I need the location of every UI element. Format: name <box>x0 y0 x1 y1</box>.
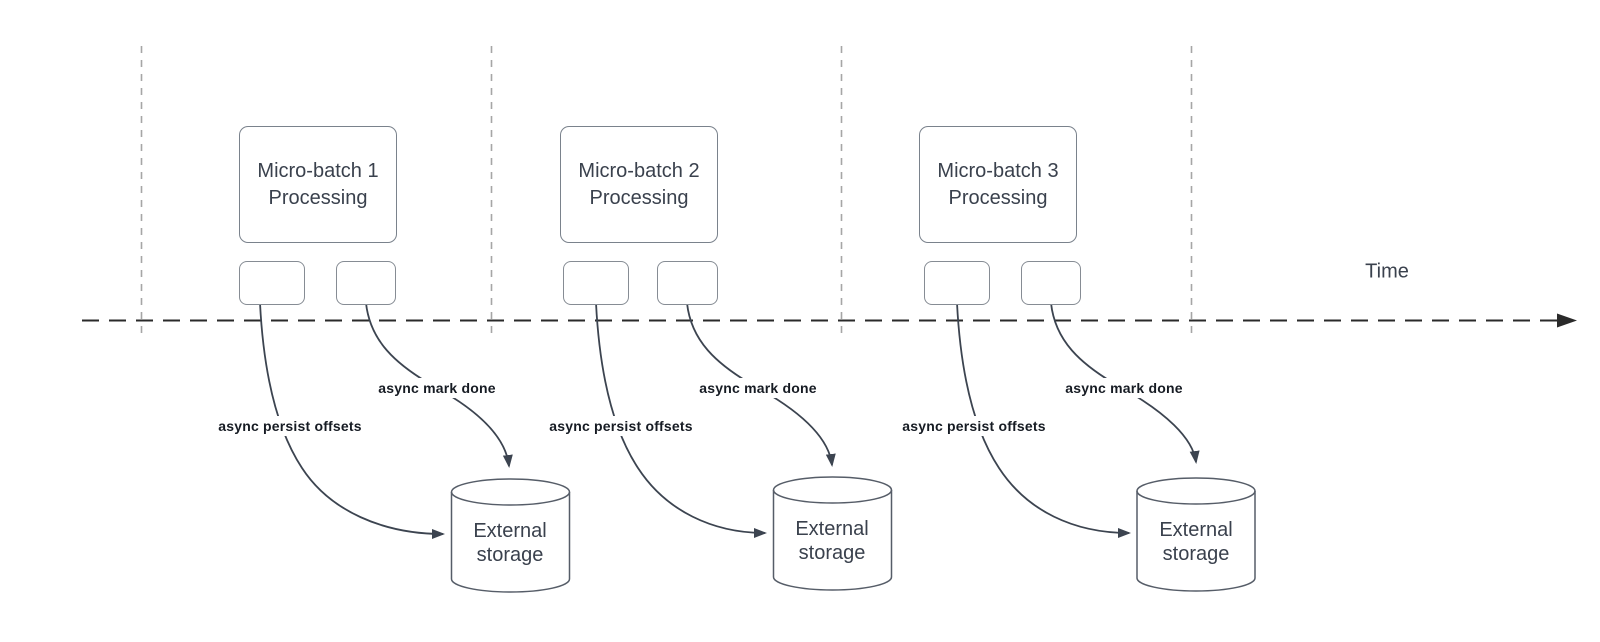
persist-offsets-arrow-2 <box>595 302 767 538</box>
mark-done-label-2: async mark done <box>694 378 822 398</box>
external-storage-cylinder-2 <box>772 476 893 591</box>
external-storage-label-3: External storage <box>1159 519 1233 565</box>
micro-batch-1-box-label: Micro-batch 1 Processing <box>257 159 379 209</box>
external-storage-label-2: External storage <box>795 518 869 564</box>
micro-batch-2-box-label: Micro-batch 2 Processing <box>578 159 700 209</box>
mark-done-label-3: async mark done <box>1060 378 1188 398</box>
persist-offsets-label-3: async persist offsets <box>897 416 1051 436</box>
micro-batch-3-sub-box-left <box>924 261 990 305</box>
micro-batch-2-box: Micro-batch 2 Processing <box>560 126 718 243</box>
micro-batch-1-sub-box-left <box>239 261 305 305</box>
persist-offsets-label-2: async persist offsets <box>544 416 698 436</box>
external-storage-cylinder-3 <box>1136 477 1256 592</box>
micro-batch-3-box-label: Micro-batch 3 Processing <box>937 159 1059 209</box>
micro-batch-1-box: Micro-batch 1 Processing <box>239 126 397 243</box>
micro-batch-2-sub-box-left <box>563 261 629 305</box>
micro-batch-1-sub-box-right <box>336 261 396 305</box>
persist-offsets-label-1: async persist offsets <box>213 416 367 436</box>
time-axis-arrowhead <box>1557 313 1577 328</box>
micro-batch-2-sub-box-right <box>657 261 718 305</box>
persist-offsets-arrow-3 <box>956 302 1131 538</box>
time-axis-label: Time <box>1365 260 1409 283</box>
external-storage-label-1: External storage <box>473 520 547 566</box>
micro-batch-3-sub-box-right <box>1021 261 1081 305</box>
mark-done-label-1: async mark done <box>373 378 501 398</box>
external-storage-cylinder-1 <box>450 478 571 593</box>
micro-batch-3-box: Micro-batch 3 Processing <box>919 126 1077 243</box>
persist-offsets-arrow-1 <box>259 302 445 539</box>
